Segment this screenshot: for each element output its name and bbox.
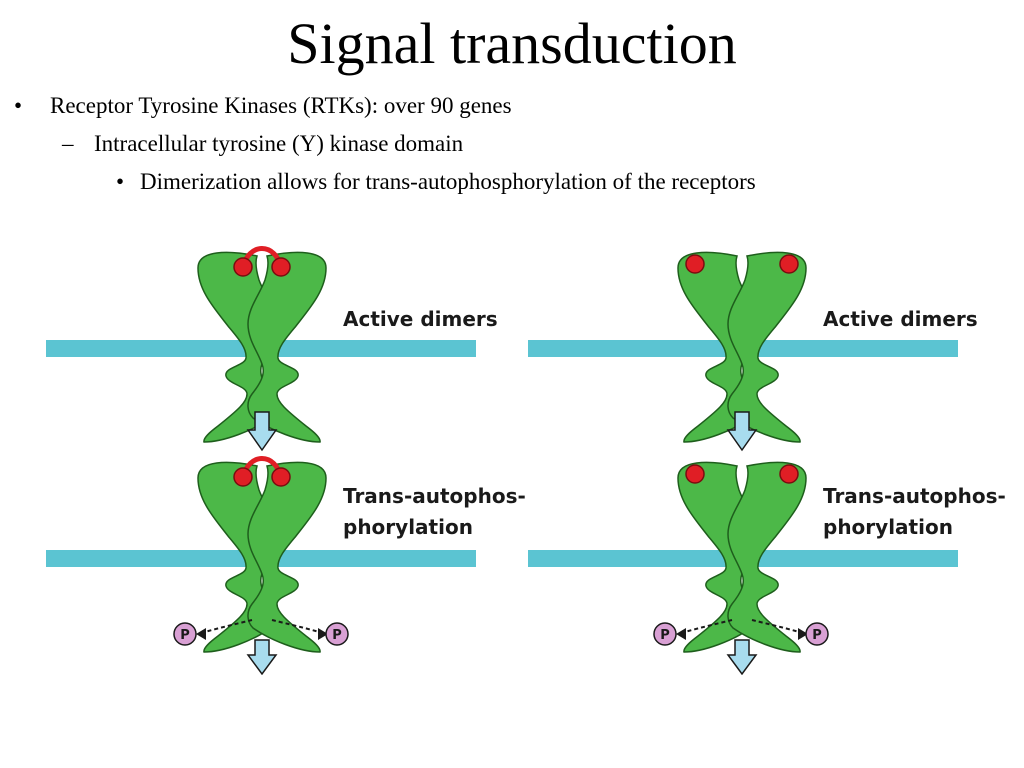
down-arrow-icon: [726, 411, 758, 452]
bullet-marker: –: [62, 131, 74, 156]
ligand-icon: [779, 254, 799, 274]
panel-1-trans-autophosphorylation: Trans-autophos- phorylation P P: [46, 456, 526, 653]
down-arrow-icon: [246, 411, 278, 452]
receptor-dimer: [677, 461, 807, 653]
ligand-icon: [685, 464, 705, 484]
ligand-icon: [779, 464, 799, 484]
phosphate-icon: [173, 622, 197, 646]
panel-2-trans-autophosphorylation: Trans-autophos- phorylation P P: [528, 461, 1006, 653]
receptor-dimer: [197, 246, 327, 443]
phosphate-icon: [805, 622, 829, 646]
bullet-dimerization: Dimerization allows for trans-autophosph…: [140, 169, 756, 194]
label-phorylation: phorylation: [343, 515, 473, 539]
bullet-marker: •: [116, 169, 125, 194]
bullet-kinase-domain: Intracellular tyrosine (Y) kinase domain: [94, 131, 464, 156]
down-arrow-icon: [246, 639, 278, 676]
phosphate-label: P: [180, 628, 190, 643]
panel-2-active-dimers: Active dimers: [528, 251, 978, 443]
down-arrow-icon: [726, 639, 758, 676]
phosphate-icon: [325, 622, 349, 646]
phosphate-icon: [653, 622, 677, 646]
label-phorylation: phorylation: [823, 515, 953, 539]
bullet-marker: •: [14, 93, 23, 118]
label-trans-autophos: Trans-autophos-: [343, 484, 526, 508]
ligand-icon: [233, 257, 253, 277]
receptor-dimer: [197, 456, 327, 653]
phosphate-label: P: [660, 628, 670, 643]
bullet-rtk-genes: Receptor Tyrosine Kinases (RTKs): over 9…: [50, 93, 512, 118]
receptor-dimer: [677, 251, 807, 443]
slide-title: Signal transduction: [287, 11, 737, 76]
phosphate-label: P: [332, 628, 342, 643]
label-trans-autophos: Trans-autophos-: [823, 484, 1006, 508]
label-active-dimers: Active dimers: [823, 307, 978, 331]
label-active-dimers: Active dimers: [343, 307, 498, 331]
phosphate-label: P: [812, 628, 822, 643]
ligand-icon: [685, 254, 705, 274]
panel-1-active-dimers: Active dimers: [46, 246, 498, 443]
ligand-icon: [233, 467, 253, 487]
ligand-icon: [271, 467, 291, 487]
ligand-icon: [271, 257, 291, 277]
